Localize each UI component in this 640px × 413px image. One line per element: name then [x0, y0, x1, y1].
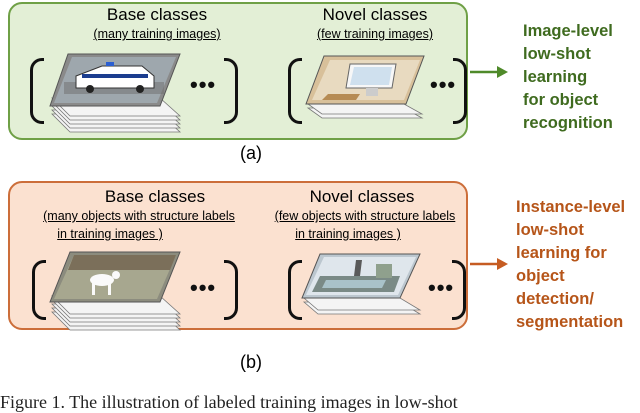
panel-b-base-ellipsis: •••: [190, 275, 217, 300]
figure-caption: Figure 1. The illustration of labeled tr…: [0, 392, 458, 412]
outcome-a-line-4: for object: [523, 91, 599, 109]
panel-b-outcome-label: Instance-level low-shot learning for obj…: [516, 196, 625, 334]
panel-b-right-bracket-open: [288, 260, 302, 320]
panel-b-base-subtitle-line-1: (many objects with structure labels: [43, 209, 235, 223]
panel-a-label: (a): [240, 143, 262, 163]
panel-b-left-bracket-close: [224, 260, 238, 320]
outcome-b-line-4: object: [516, 267, 565, 285]
panel-b-arrow: [470, 258, 508, 270]
panel-b-novel-subtitle-line-2: in training images ): [295, 227, 401, 241]
panel-a-base-ellipsis: •••: [190, 72, 217, 97]
outcome-a-line-2: low-shot: [523, 45, 591, 63]
panel-b-left-bracket-open: [32, 260, 46, 320]
panel-a-right-bracket-close: [453, 58, 467, 124]
panel-a-arrow: [470, 66, 508, 78]
panel-b-right-bracket-close: [452, 260, 466, 320]
outcome-b-line-1: Instance-level: [516, 198, 626, 216]
panel-a-novel-subtitle: (few training images): [316, 27, 433, 41]
panel-b-base-image-stack: [49, 251, 182, 331]
panel-a-outcome-label: Image-level low-shot learning for object…: [523, 20, 613, 135]
panel-b-base-title: Base classes: [104, 187, 206, 206]
panel-a-left-bracket-close: [224, 58, 238, 124]
outcome-a-line-1: Image-level: [523, 22, 613, 40]
outcome-b-line-5: detection/: [516, 290, 594, 308]
panel-b-novel-ellipsis: •••: [428, 275, 455, 300]
panel-b-base-subtitle-line-2: in training images ): [57, 227, 163, 241]
panel-a-novel-image-stack: [305, 55, 425, 119]
panel-b-novel-image-stack: [301, 253, 422, 315]
outcome-b-line-6: segmentation: [516, 313, 624, 331]
outcome-b-line-2: low-shot: [516, 221, 584, 239]
panel-a-novel-title: Novel classes: [322, 5, 428, 24]
panel-a-left-bracket-open: [30, 58, 44, 124]
outcome-a-line-5: recognition: [523, 114, 613, 132]
panel-a-right-bracket-open: [288, 58, 302, 124]
panel-b-label: (b): [240, 352, 262, 372]
panel-a-base-subtitle: (many training images): [93, 27, 221, 41]
panel-b-novel-title: Novel classes: [309, 187, 415, 206]
panel-b-novel-subtitle-line-1: (few objects with structure labels: [274, 209, 456, 223]
outcome-a-line-3: learning: [523, 68, 588, 86]
outcome-b-line-3: learning for: [516, 244, 607, 262]
panel-a-base-title: Base classes: [106, 5, 208, 24]
panel-a-novel-ellipsis: •••: [430, 72, 457, 97]
panel-a-base-image-stack: [49, 53, 182, 133]
